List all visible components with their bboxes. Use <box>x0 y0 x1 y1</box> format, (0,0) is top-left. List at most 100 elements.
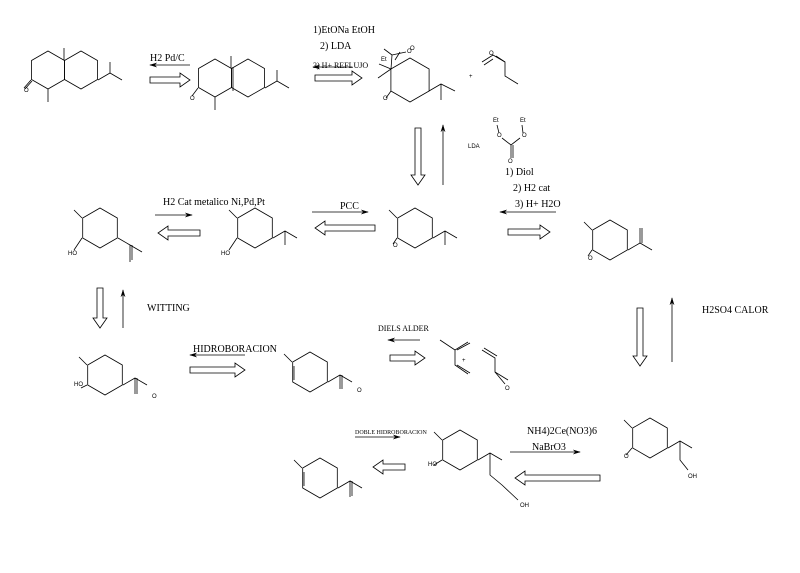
hollow-arrow <box>189 362 246 378</box>
bond-line <box>501 137 521 146</box>
bond-line <box>481 349 509 381</box>
bond-line <box>433 431 443 441</box>
reagent-pcc: PCC <box>340 201 359 212</box>
bond-line <box>378 63 392 70</box>
bond-line <box>454 341 469 351</box>
ring-bond <box>31 50 65 90</box>
ring-bond <box>592 219 628 261</box>
plus-sign: + <box>462 358 466 364</box>
reagent-can1: NH4)2Ce(NO3)6 <box>527 426 597 437</box>
ring-bond <box>237 207 273 249</box>
bond-line <box>428 83 456 92</box>
atom-o: O <box>393 243 398 249</box>
ring-bond <box>397 207 433 249</box>
hollow-arrow <box>514 470 601 486</box>
ring-bond <box>231 58 265 98</box>
atom-o: O <box>407 49 412 55</box>
hollow-arrow <box>372 459 406 475</box>
atom-o: O <box>497 133 502 139</box>
atom-o: O <box>383 96 388 102</box>
reagent-diol2: 2) H2 cat <box>513 183 550 194</box>
reagent-step3: 3) H+ REFLUJO <box>313 61 368 70</box>
plus-sign: + <box>469 74 473 80</box>
ring-bond <box>292 351 328 393</box>
atom-ho: HO <box>221 251 230 257</box>
hollow-arrow <box>149 72 191 88</box>
bond-line <box>23 79 32 89</box>
reagent-h2-cat: H2 Cat metalico Ni,Pd,Pt <box>163 197 265 208</box>
ring-bond <box>82 207 118 249</box>
bond-line <box>283 353 293 363</box>
bond-line <box>483 58 494 66</box>
atom-oh: OH <box>688 474 697 480</box>
bond-line <box>228 237 238 251</box>
atom-o: O <box>152 394 157 400</box>
ring-bond <box>64 50 98 90</box>
bond-line <box>495 55 506 63</box>
atom-o: O <box>624 454 629 460</box>
bond-line <box>385 90 392 99</box>
hollow-arrow <box>157 225 201 241</box>
bond-line <box>97 72 123 81</box>
ring-bond <box>198 58 232 98</box>
bond-line <box>456 342 471 351</box>
bond-line <box>394 51 401 61</box>
bond-line <box>496 124 500 134</box>
atom-o: O <box>505 386 510 392</box>
reagent-hidroboracion: HIDROBORACION <box>193 344 277 355</box>
bond-line <box>456 364 471 374</box>
bond-line <box>625 447 633 456</box>
bond-line <box>337 480 351 497</box>
hollow-arrow <box>632 307 648 367</box>
atom-ho: HO <box>68 251 77 257</box>
atom-o: O <box>508 159 513 165</box>
hollow-arrow <box>507 224 551 240</box>
bond-line <box>228 209 238 219</box>
hollow-arrow <box>92 287 108 329</box>
reagent-can2: NaBrO3 <box>532 442 566 453</box>
atom-o: O <box>588 256 593 262</box>
atom-et: Et <box>381 57 387 63</box>
reagent-h2-pdc: H2 Pd/C <box>150 53 185 64</box>
reagent-diels-alder: DIELS ALDER <box>378 324 430 333</box>
bond-line <box>494 371 506 385</box>
atom-o: O <box>410 46 415 52</box>
reagent-h2so4: H2SO4 CALOR <box>702 305 769 316</box>
atom-ho: HO <box>428 462 437 468</box>
reagent-diol1: 1) Diol <box>505 167 534 178</box>
atom-o: O <box>190 96 195 102</box>
atom-o: O <box>357 388 362 394</box>
reagent-step1: 1)EtONa EtOH <box>313 25 375 36</box>
bond-line <box>73 237 83 251</box>
bond-line <box>439 339 469 375</box>
bond-line <box>679 441 689 471</box>
reaction-arrows <box>92 62 675 486</box>
atom-ho: HO <box>74 382 83 388</box>
bond-line <box>433 459 443 466</box>
atom-oh: OH <box>520 503 529 509</box>
bond-line <box>392 237 398 245</box>
reagent-diol3: 3) H+ H2O <box>515 199 561 210</box>
bond-line <box>264 80 290 89</box>
atom-et: Et <box>493 118 499 124</box>
bond-line <box>80 384 88 389</box>
reagent-witting: WITTING <box>147 303 190 314</box>
bond-line <box>587 249 593 257</box>
bond-line <box>293 459 303 469</box>
bond-line <box>78 356 88 366</box>
ring-bond <box>87 354 123 396</box>
reagent-step2: 2) LDA <box>320 41 352 52</box>
atom-o: O <box>24 88 29 94</box>
ring-bond <box>390 57 430 103</box>
hollow-arrow <box>314 70 363 86</box>
bond-line <box>388 209 398 219</box>
bond-line <box>24 80 33 90</box>
bond-line <box>627 242 653 251</box>
atom-et: Et <box>520 118 526 124</box>
hollow-arrow <box>410 127 426 186</box>
bond-line <box>481 54 519 85</box>
bond-line <box>117 237 131 262</box>
reagent-doble-hidroboracion: DOBLE HIDROBORACION <box>355 430 428 436</box>
reagent-lda: LDA <box>468 144 480 150</box>
